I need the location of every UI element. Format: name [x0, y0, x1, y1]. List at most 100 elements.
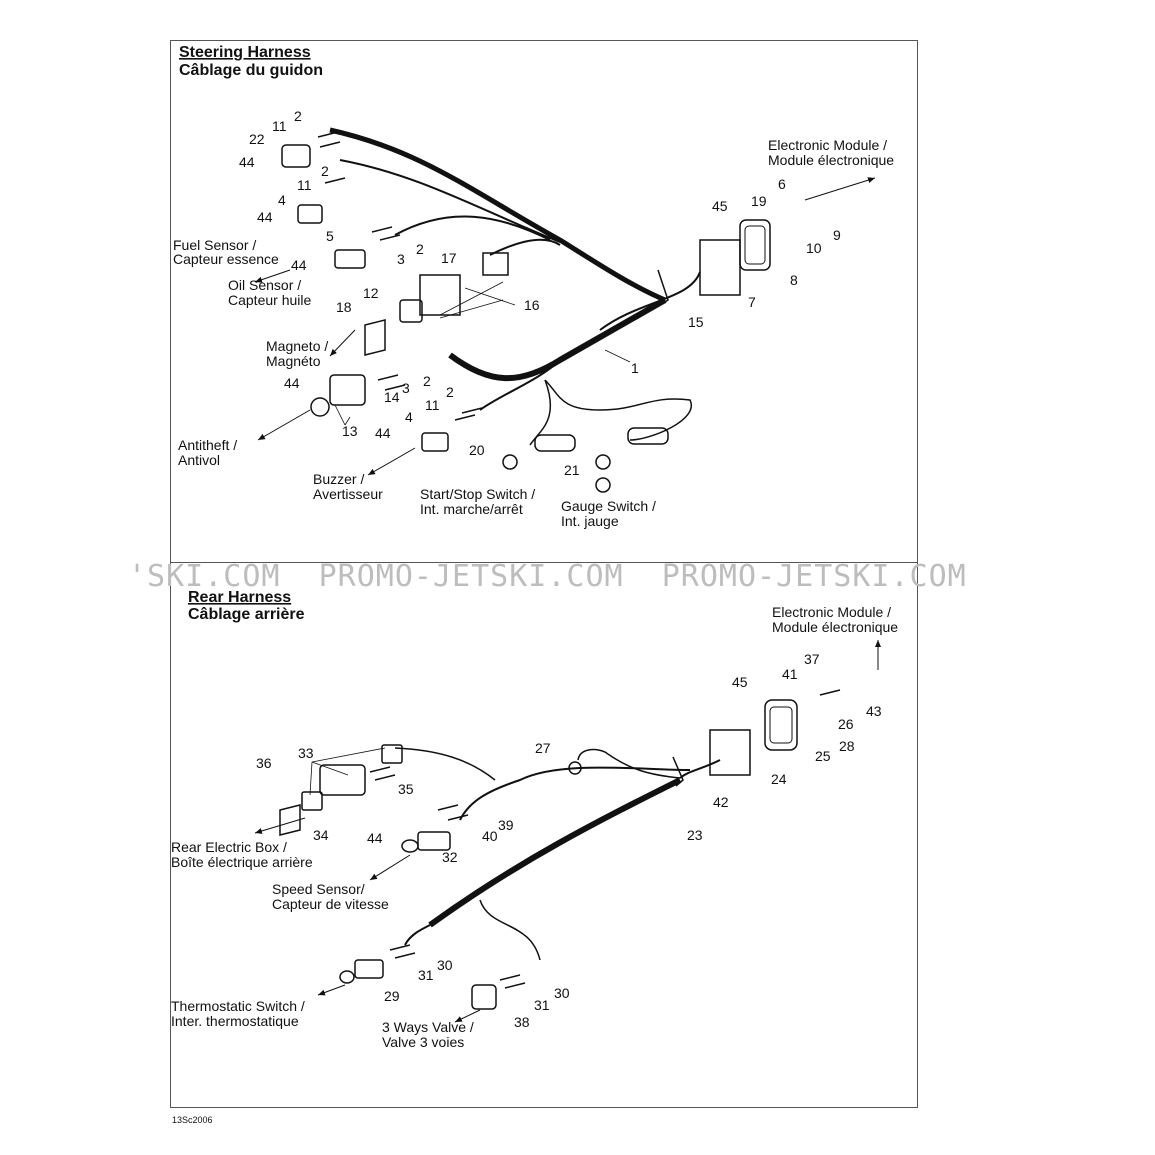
callout: 2: [321, 163, 329, 179]
callout: 33: [298, 745, 314, 761]
callout: 6: [778, 176, 786, 192]
label-antitheft-fr: Antivol: [178, 452, 220, 468]
callout: 44: [284, 375, 300, 391]
callout: 36: [256, 755, 272, 771]
steering-harness-art: [254, 127, 876, 493]
label-gauge-switch-fr: Int. jauge: [561, 513, 619, 529]
callout: 3: [397, 251, 405, 267]
callout: 2: [294, 108, 302, 124]
callout: 29: [384, 988, 400, 1004]
label-fuel-sensor-fr: Capteur essence: [173, 251, 279, 267]
callout: 42: [713, 794, 729, 810]
callout: 4: [278, 192, 286, 208]
rear-harness-art: [254, 640, 881, 1023]
callout: 9: [833, 227, 841, 243]
label-valve-fr: Valve 3 voies: [382, 1034, 464, 1050]
callout: 15: [688, 314, 704, 330]
callout: 41: [782, 666, 798, 682]
label-buzzer-fr: Avertisseur: [313, 486, 383, 502]
label-gauge-switch-en: Gauge Switch /: [561, 498, 656, 514]
callout: 26: [838, 716, 854, 732]
callout: 24: [771, 771, 787, 787]
callout: 1: [631, 360, 639, 376]
callout: 22: [249, 131, 265, 147]
footer-code: 13Sc2006: [172, 1115, 213, 1125]
callout: 45: [712, 198, 728, 214]
callout: 11: [272, 118, 287, 134]
callout: 35: [398, 781, 414, 797]
callout: 13: [342, 423, 358, 439]
steering-label-module-en: Electronic Module /: [768, 137, 887, 153]
label-start-stop-fr: Int. marche/arrêt: [420, 501, 523, 517]
callout: 21: [564, 462, 580, 478]
label-thermo-en: Thermostatic Switch /: [171, 998, 305, 1014]
rear-label-module-fr: Module électronique: [772, 619, 898, 635]
callout: 44: [239, 154, 255, 170]
callout: 2: [423, 373, 431, 389]
callout: 28: [839, 738, 855, 754]
callout: 34: [313, 827, 329, 843]
label-magneto-fr: Magnéto: [266, 353, 321, 369]
callout: 32: [442, 849, 458, 865]
steering-label-module-fr: Module électronique: [768, 152, 894, 168]
callout: 12: [363, 285, 379, 301]
callout: 45: [732, 674, 748, 690]
rear-callouts: 37 41 43 26 45 25 28 27 24 42 23 33 36 3…: [256, 651, 882, 1030]
callout: 31: [534, 997, 550, 1013]
diagram-frame: [170, 40, 918, 1108]
callout: 40: [482, 828, 498, 844]
section-divider: [170, 562, 918, 563]
callout: 2: [416, 241, 424, 257]
callout: 38: [514, 1014, 530, 1030]
callout: 44: [375, 425, 391, 441]
label-antitheft-en: Antitheft /: [178, 437, 237, 453]
label-rear-box-fr: Boîte électrique arrière: [171, 854, 313, 870]
label-oil-sensor-en: Oil Sensor /: [228, 277, 301, 293]
callout: 11: [425, 397, 440, 413]
callout: 18: [336, 299, 352, 315]
label-magneto-en: Magneto /: [266, 338, 328, 354]
label-oil-sensor-fr: Capteur huile: [228, 292, 311, 308]
callout: 23: [687, 827, 703, 843]
callout: 2: [446, 384, 454, 400]
callout: 8: [790, 272, 798, 288]
rear-label-module-en: Electronic Module /: [772, 604, 891, 620]
callout: 20: [469, 442, 485, 458]
callout: 14: [384, 389, 400, 405]
label-buzzer-en: Buzzer /: [313, 471, 364, 487]
callout: 4: [405, 409, 413, 425]
callout: 39: [498, 817, 514, 833]
steering-title-fr: Câblage du guidon: [179, 62, 323, 79]
callout: 37: [804, 651, 820, 667]
callout: 16: [524, 297, 540, 313]
label-thermo-fr: Inter. thermostatique: [171, 1013, 299, 1029]
label-speed-sensor-fr: Capteur de vitesse: [272, 896, 389, 912]
rear-title-fr: Câblage arrière: [188, 606, 305, 623]
callout: 10: [806, 240, 822, 256]
watermark-text: 'SKI.COM PROMO-JETSKI.COM PROMO-JETSKI.C…: [128, 559, 967, 594]
rear-title-en: Rear Harness: [188, 589, 291, 606]
callout: 30: [437, 957, 453, 973]
callout: 43: [866, 703, 882, 719]
callout: 31: [418, 967, 434, 983]
callout: 44: [291, 257, 307, 273]
callout: 5: [326, 228, 334, 244]
callout: 19: [751, 193, 767, 209]
callout: 25: [815, 748, 831, 764]
callout: 30: [554, 985, 570, 1001]
label-speed-sensor-en: Speed Sensor/: [272, 881, 365, 897]
label-valve-en: 3 Ways Valve /: [382, 1019, 474, 1035]
callout: 27: [535, 740, 551, 756]
callout: 3: [402, 380, 410, 396]
callout: 17: [441, 250, 457, 266]
label-rear-box-en: Rear Electric Box /: [171, 839, 287, 855]
steering-title-en: Steering Harness: [179, 44, 311, 61]
callout: 44: [257, 209, 273, 225]
callout: 11: [297, 177, 312, 193]
label-start-stop-en: Start/Stop Switch /: [420, 486, 535, 502]
label-fuel-sensor-en: Fuel Sensor /: [173, 237, 256, 253]
callout: 7: [748, 294, 756, 310]
steering-callouts: 2 11 22 44 2 11 4 44 5 2 3 44 17 12 18 1…: [239, 108, 841, 478]
callout: 44: [367, 830, 383, 846]
